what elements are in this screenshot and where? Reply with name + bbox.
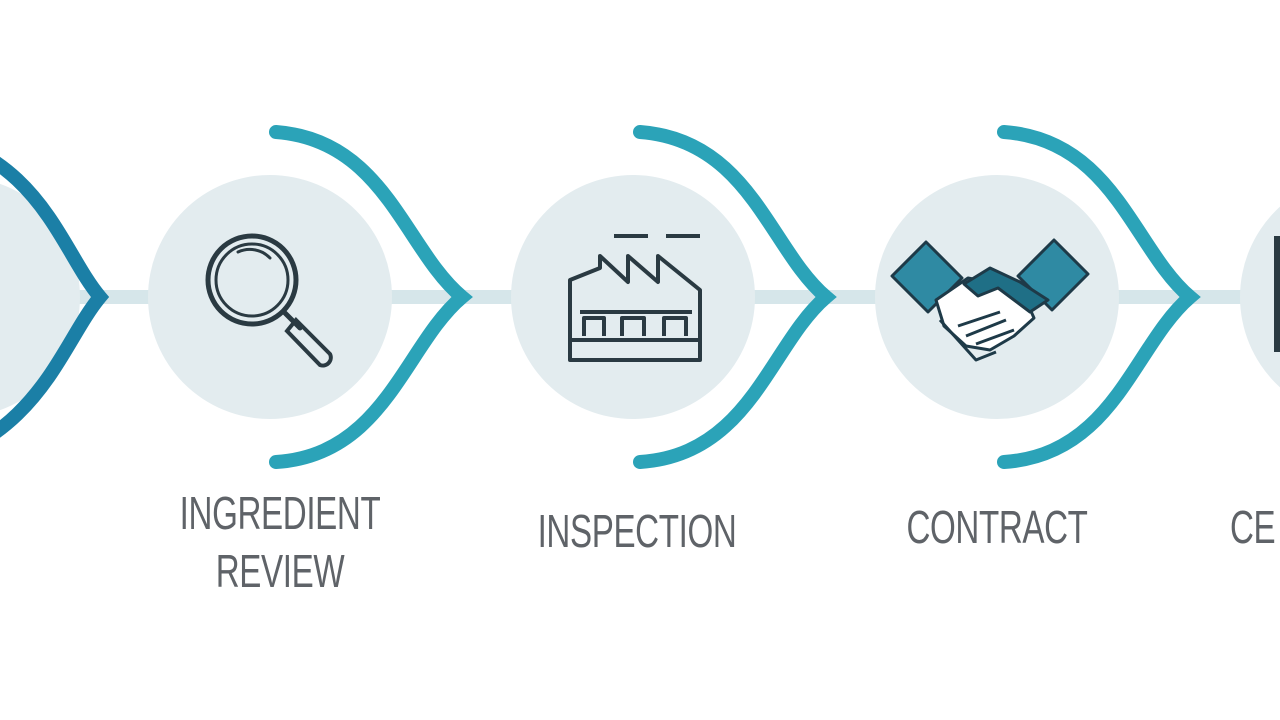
step-2-arc: [269, 125, 473, 469]
step-2-label-line-2: REVIEW: [215, 545, 345, 597]
step-5: [1240, 206, 1280, 388]
step-2-label: INGREDIENT REVIEW: [172, 484, 388, 600]
step-1-label: N: [0, 498, 26, 556]
step-3-label-line-1: INSPECTION: [537, 505, 737, 557]
step-1-label-line-1: N: [0, 498, 26, 556]
step-5-label: CE: [1230, 498, 1280, 556]
handshake-icon: [890, 238, 1090, 362]
step-1-arc: [0, 156, 110, 438]
step-5-circle: [1240, 206, 1280, 388]
step-3: [511, 125, 837, 469]
step-2-label-line-1: INGREDIENT: [179, 487, 381, 539]
step-4-label-line-1: CONTRACT: [906, 501, 1088, 553]
step-5-icon-fragment: [1274, 236, 1280, 352]
factory-icon: [568, 234, 702, 362]
step-2-circle: [148, 175, 392, 419]
step-1: [0, 156, 110, 438]
step-3-arc: [633, 125, 837, 469]
step-3-label: INSPECTION: [529, 502, 745, 560]
magnifying-glass-icon: [205, 233, 333, 368]
step-4: [875, 125, 1201, 469]
step-4-arc: [997, 125, 1201, 469]
step-3-circle: [511, 175, 755, 419]
step-5-label-line-1: CE: [1230, 501, 1276, 553]
step-4-label: CONTRACT: [889, 498, 1105, 556]
step-2: [148, 125, 473, 469]
